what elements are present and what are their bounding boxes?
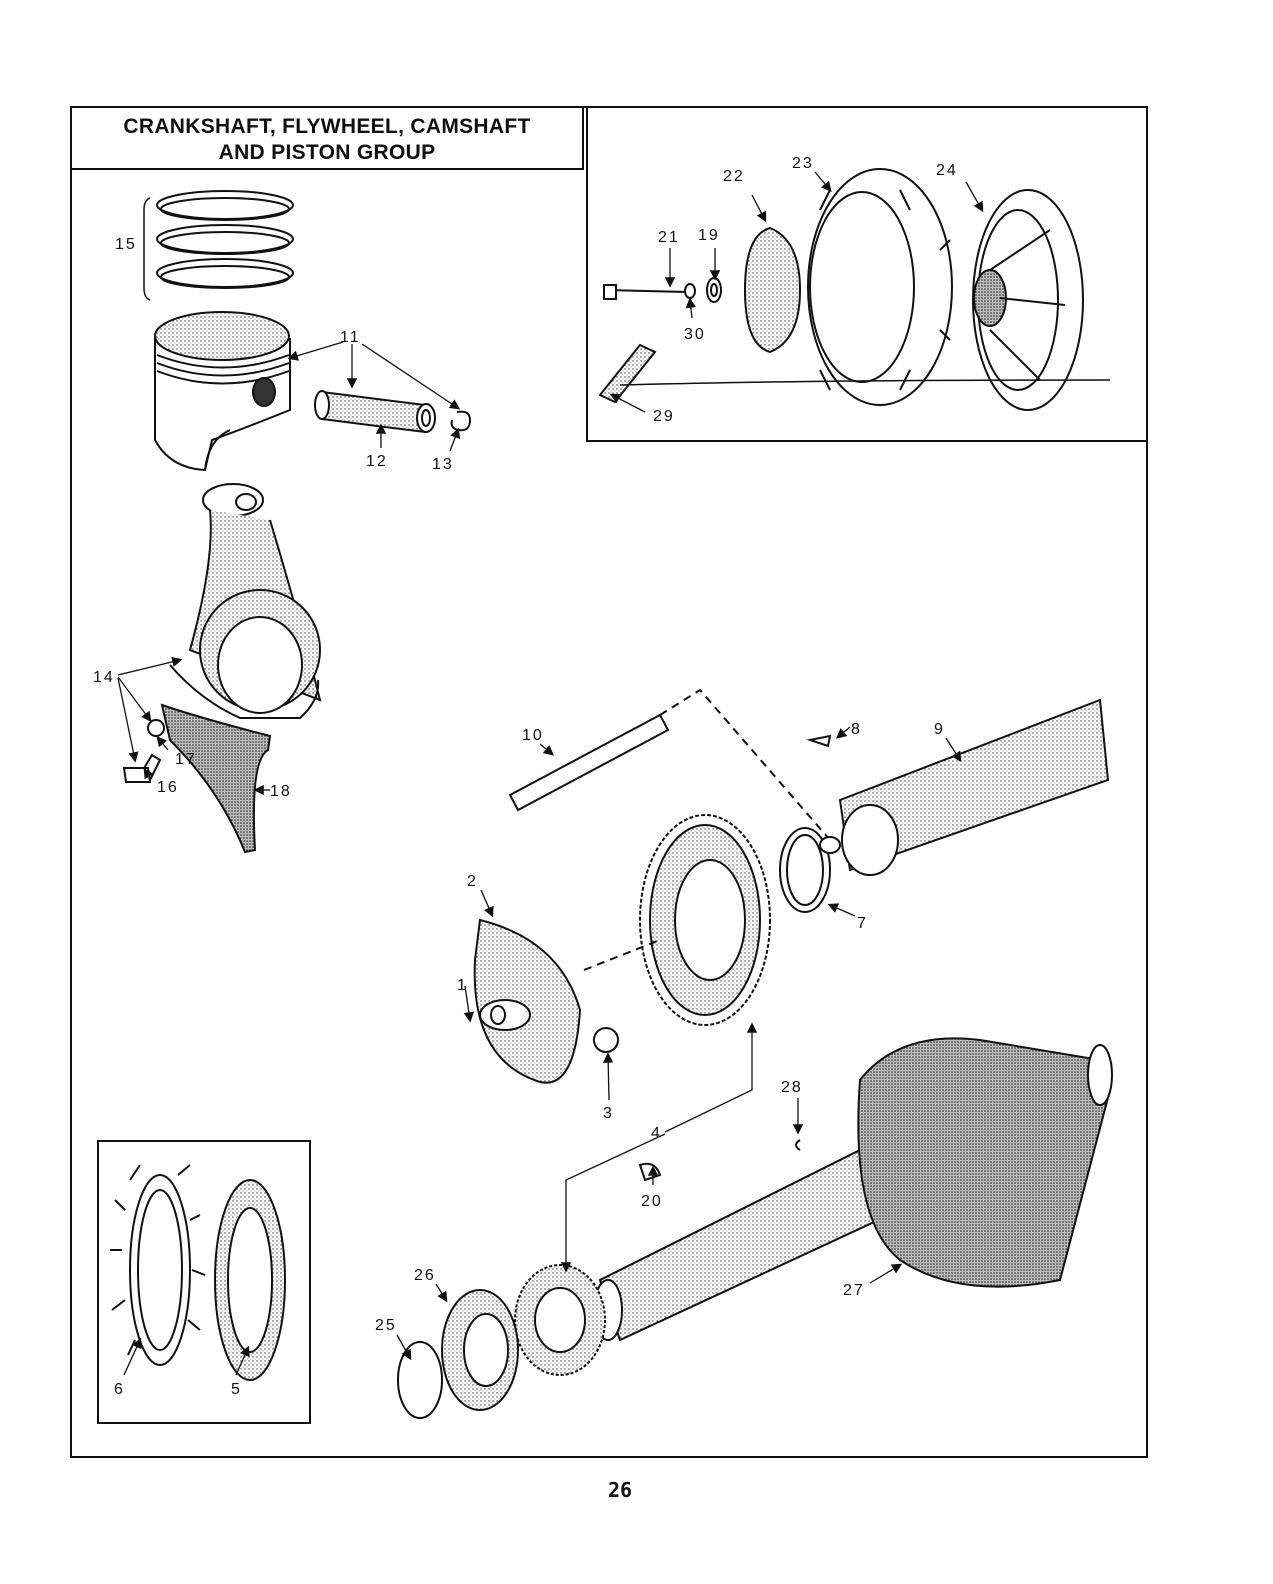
callout-28: 28 <box>781 1079 803 1096</box>
piston-rings-group <box>144 191 293 300</box>
callout-17: 17 <box>175 751 197 768</box>
callout-21: 21 <box>658 229 680 246</box>
callout-6: 6 <box>114 1381 125 1398</box>
rod-cap-group <box>124 705 270 852</box>
callout-8: 8 <box>851 721 862 738</box>
callout-26: 26 <box>414 1267 436 1284</box>
piston-pin-group <box>315 391 470 432</box>
callout-29: 29 <box>653 408 675 425</box>
callout-19: 19 <box>698 227 720 244</box>
callout-9: 9 <box>934 721 945 738</box>
callout-4: 4 <box>651 1125 662 1142</box>
callout-30: 30 <box>684 326 706 343</box>
callout-15: 15 <box>115 236 137 253</box>
callout-11: 11 <box>340 329 361 346</box>
callout-7: 7 <box>857 915 868 932</box>
crankshaft-group <box>398 1038 1112 1418</box>
page-number: 26 <box>600 1478 640 1502</box>
callout-2: 2 <box>467 873 478 890</box>
callout-16: 16 <box>157 779 179 796</box>
cam-gear-group <box>475 690 1108 1083</box>
callout-27: 27 <box>843 1282 865 1299</box>
callout-24: 24 <box>936 162 958 179</box>
callout-12: 12 <box>366 453 388 470</box>
callout-13: 13 <box>432 456 454 473</box>
piston-group <box>155 312 290 470</box>
callout-25: 25 <box>375 1317 397 1334</box>
callout-20: 20 <box>641 1193 663 1210</box>
connecting-rod-group <box>170 484 320 718</box>
callout-10: 10 <box>522 727 544 744</box>
flywheel-inset-parts <box>600 169 1110 410</box>
callout-14: 14 <box>93 669 115 686</box>
callout-23: 23 <box>792 155 814 172</box>
callout-1: 1 <box>457 977 468 994</box>
callout-18: 18 <box>270 783 292 800</box>
callout-5: 5 <box>231 1381 242 1398</box>
callout-3: 3 <box>603 1105 614 1122</box>
callout-22: 22 <box>723 168 745 185</box>
